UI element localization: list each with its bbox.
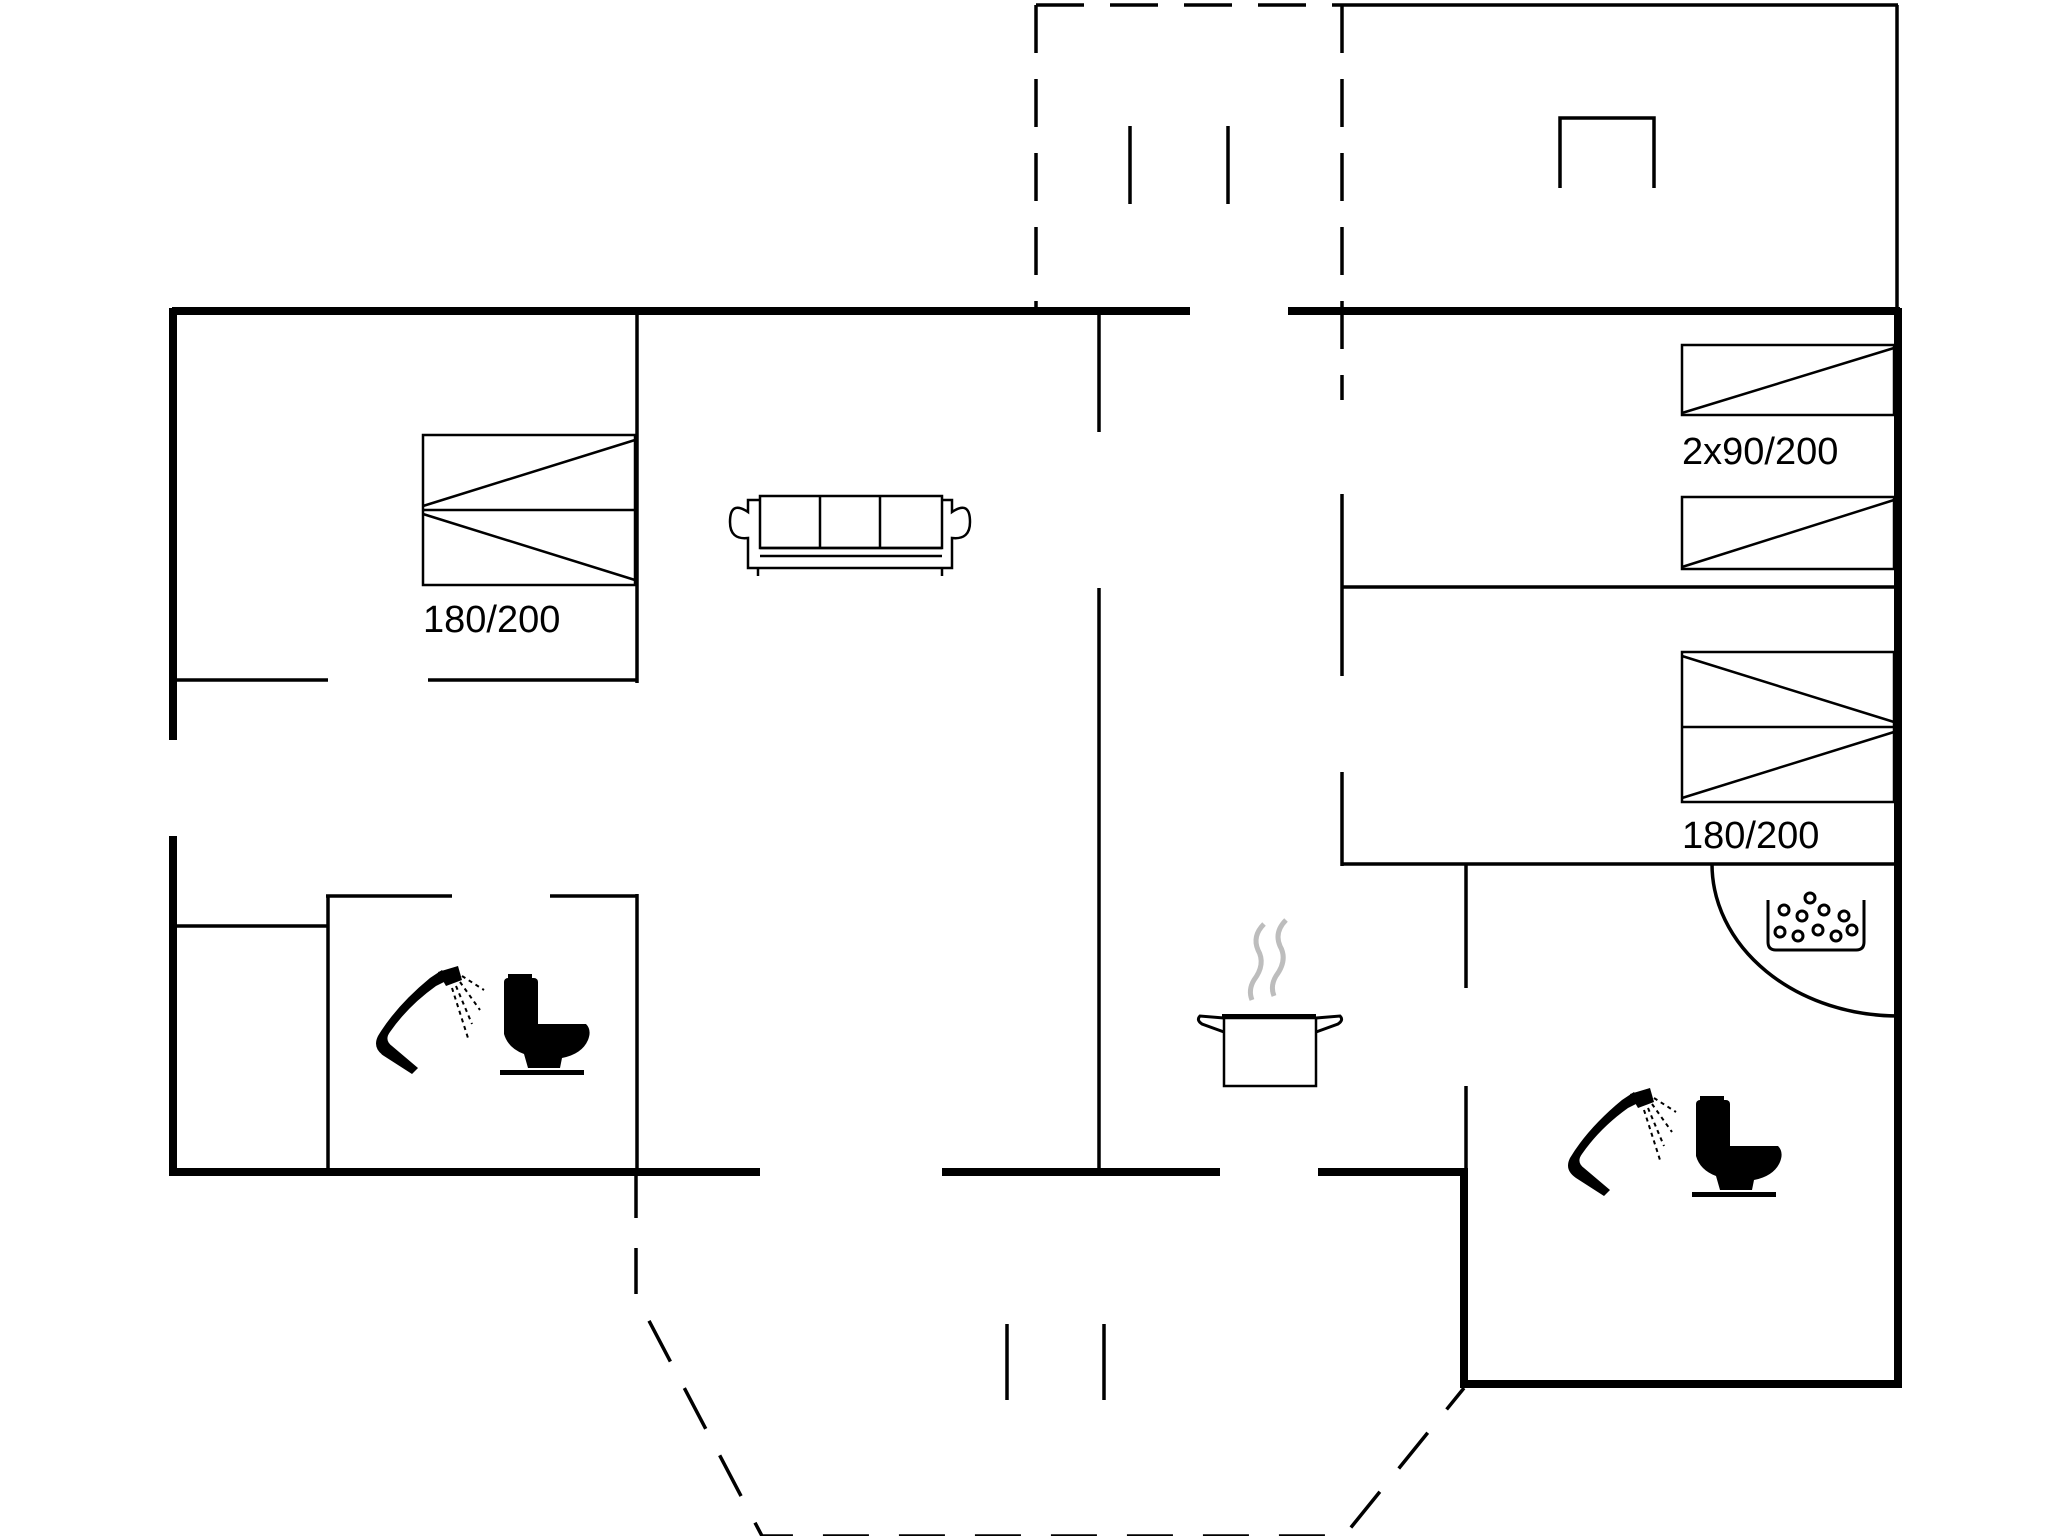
bed-size-label: 2x90/200 <box>1682 431 1838 473</box>
bed-right-lower <box>1680 650 1896 804</box>
shower-icon <box>376 966 485 1074</box>
toilet-icon <box>500 974 590 1075</box>
bed-size-label: 180/200 <box>1682 815 1819 857</box>
sofa-icon <box>728 494 972 576</box>
bed-left <box>421 433 637 587</box>
bed-size-label: 180/200 <box>423 599 560 641</box>
bed-right-upper-2 <box>1680 495 1896 571</box>
interior-walls <box>173 311 1899 1172</box>
upper-terrace <box>1034 3 1899 400</box>
toilet-icon <box>1692 1096 1782 1197</box>
exterior-walls <box>169 307 1902 1388</box>
shower-icon <box>1568 1088 1677 1196</box>
cooking-pot-icon <box>1196 918 1344 1088</box>
bed-right-upper-1 <box>1680 343 1896 417</box>
lower-terrace <box>634 1172 1466 1536</box>
whirlpool-icon <box>1766 891 1866 952</box>
